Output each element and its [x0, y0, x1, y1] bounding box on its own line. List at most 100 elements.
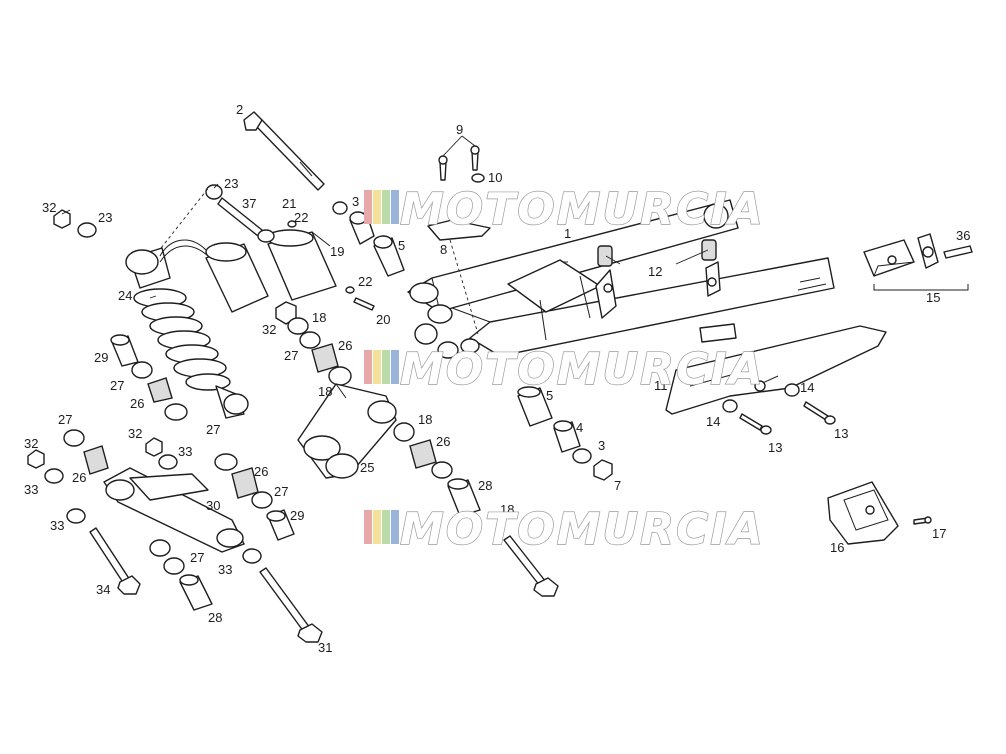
callout-34: 34 [96, 582, 110, 597]
watermark-stripe [364, 350, 372, 384]
callout-26: 26 [338, 338, 352, 353]
callout-27: 27 [190, 550, 204, 565]
callout-33: 33 [50, 518, 64, 533]
watermark-stripe [373, 190, 381, 224]
callout-numbers: 1 2 3 3 4 5 5 7 8 9 10 11 12 13 13 14 14… [24, 102, 970, 655]
watermark-text: MOTOMURCIA [400, 504, 765, 555]
callout-30: 30 [206, 498, 220, 513]
part-8-bracket [427, 219, 491, 241]
rocker-right-hardware [393, 422, 481, 517]
watermark-stripe [391, 510, 399, 544]
callout-23: 23 [224, 176, 238, 191]
callout-27: 27 [110, 378, 124, 393]
watermark-1: MOTOMURCIA [364, 183, 765, 236]
shock-absorber [125, 185, 269, 419]
part-12-blocks [597, 239, 717, 267]
callout-19: 19 [330, 244, 344, 259]
callout-18: 18 [312, 310, 326, 325]
callout-22: 22 [294, 210, 308, 225]
callout-26: 26 [72, 470, 86, 485]
pivot-bushings [414, 323, 480, 359]
watermark-stripe [391, 190, 399, 224]
callout-28: 28 [478, 478, 492, 493]
callout-3: 3 [598, 438, 605, 453]
pivot-hardware [517, 386, 613, 481]
part-30-linkage [103, 467, 245, 553]
part-16-slider [827, 481, 932, 545]
callout-22: 22 [358, 274, 372, 289]
part-25-rocker [297, 383, 397, 479]
guard-bolts [722, 383, 836, 435]
callout-14: 14 [706, 414, 720, 429]
shock-spring [133, 288, 231, 391]
callout-27: 27 [274, 484, 288, 499]
part-2-bolt [243, 111, 325, 191]
watermark-text: MOTOMURCIA [400, 184, 765, 235]
callout-21: 21 [282, 196, 296, 211]
watermark-text: MOTOMURCIA [400, 344, 765, 395]
callout-26: 26 [254, 464, 268, 479]
callout-31: 31 [318, 640, 332, 655]
callout-37: 37 [242, 196, 256, 211]
callout-32: 32 [42, 200, 56, 215]
part-15-tensioners [863, 233, 973, 291]
callout-24: 24 [118, 288, 132, 303]
callout-32: 32 [24, 436, 38, 451]
callout-13: 13 [768, 440, 782, 455]
leader-lines [61, 135, 709, 299]
part-37-bolt [205, 184, 275, 243]
callout-3: 3 [352, 194, 359, 209]
watermark-3: MOTOMURCIA [364, 503, 765, 556]
callout-18: 18 [500, 502, 514, 517]
callout-5: 5 [398, 238, 405, 253]
callout-5: 5 [546, 388, 553, 403]
watermark-stripe [364, 190, 372, 224]
callout-32: 32 [262, 322, 276, 337]
middle-hardware [149, 453, 295, 611]
callout-2: 2 [236, 102, 243, 117]
part-11-chain-guard [665, 325, 887, 415]
callout-32: 32 [128, 426, 142, 441]
part-19-sleeve [266, 229, 337, 301]
watermark-stripe [391, 350, 399, 384]
callout-17: 17 [932, 526, 946, 541]
callout-12: 12 [648, 264, 662, 279]
swingarm [407, 199, 835, 357]
callout-27: 27 [58, 412, 72, 427]
callout-28: 28 [208, 610, 222, 625]
callout-29: 29 [290, 508, 304, 523]
watermark-stripe [373, 510, 381, 544]
callout-18: 18 [418, 412, 432, 427]
callout-33: 33 [218, 562, 232, 577]
callout-4: 4 [576, 420, 583, 435]
callout-27: 27 [206, 422, 220, 437]
long-bolts-lower [89, 527, 559, 643]
watermark-stripe [373, 350, 381, 384]
callout-26: 26 [130, 396, 144, 411]
callout-23: 23 [98, 210, 112, 225]
center-stack [275, 301, 352, 386]
watermark-stripe [382, 510, 390, 544]
left-hardware [27, 209, 188, 524]
watermark-stripe [364, 510, 372, 544]
callout-16: 16 [830, 540, 844, 555]
callout-7: 7 [614, 478, 621, 493]
callout-20: 20 [376, 312, 390, 327]
callout-25: 25 [360, 460, 374, 475]
callout-29: 29 [94, 350, 108, 365]
watermark-stripe [382, 350, 390, 384]
callout-1: 1 [564, 226, 571, 241]
callout-13: 13 [834, 426, 848, 441]
callout-11: 11 [654, 378, 668, 393]
part-9-screws [438, 145, 485, 183]
callout-10: 10 [488, 170, 502, 185]
watermark-stripe [382, 190, 390, 224]
callout-8: 8 [440, 242, 447, 257]
callout-33: 33 [178, 444, 192, 459]
callout-33: 33 [24, 482, 38, 497]
callout-9: 9 [456, 122, 463, 137]
part-21-22-screws [287, 220, 375, 311]
callout-36: 36 [956, 228, 970, 243]
callout-26: 26 [436, 434, 450, 449]
